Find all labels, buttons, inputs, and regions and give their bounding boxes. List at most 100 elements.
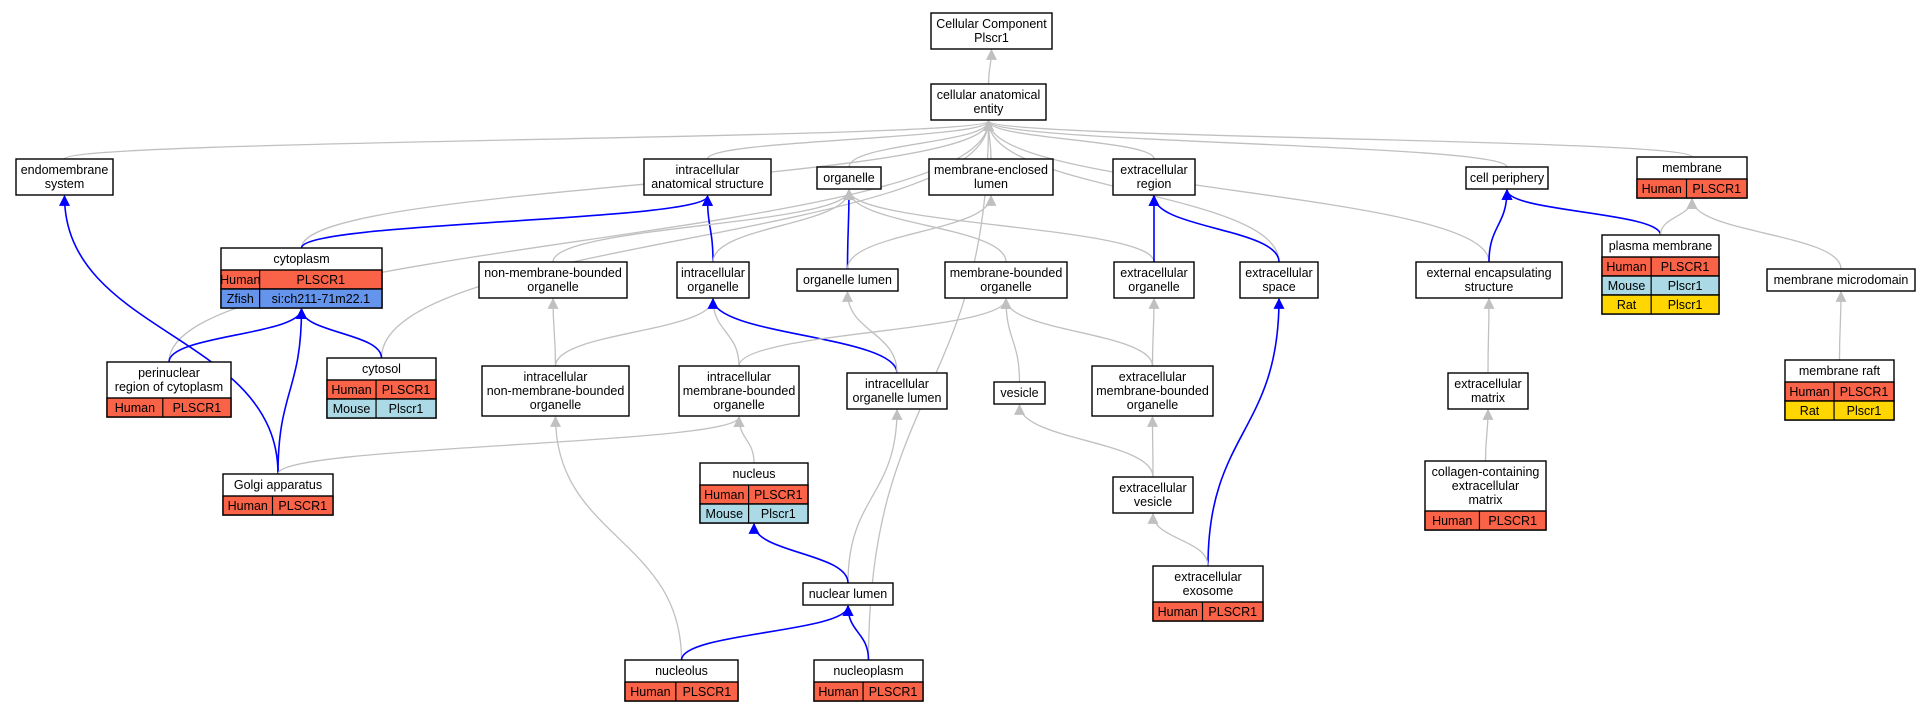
gene-name: Plscr1 [1668,279,1703,293]
edge-endomembrane-to-cae [63,119,994,160]
node-label: organelle [687,280,738,294]
node-label: nucleolus [655,664,708,678]
node-box [478,261,628,299]
edge-cytosol-to-cae [380,119,994,359]
node-box [930,12,1053,50]
node-label: membrane raft [1799,364,1881,378]
node-label: plasma membrane [1609,239,1713,253]
edge-golgi-to-imbo [277,415,745,475]
species-row [1636,178,1748,199]
node-label: organelle [1127,398,1178,412]
node-label: organelle [713,398,764,412]
edge-cellperiph-to-cae [983,119,1508,168]
node-box [802,582,894,606]
node-box [1112,158,1196,196]
species-name: Zfish [227,292,254,306]
node-label: membrane-enclosed [934,163,1048,177]
edge-ecmbo-to-eco [1148,297,1160,367]
node-olumen[interactable]: organelle lumen [796,268,899,292]
gene-name: PLSCR1 [1840,385,1889,399]
node-box [1239,261,1319,299]
node-box [944,261,1068,299]
node-label: extracellular [1120,266,1187,280]
gene-name: PLSCR1 [1488,514,1537,528]
node-label: intracellular [707,370,771,384]
gene-name: Plscr1 [1847,404,1882,418]
species-name: Human [1789,385,1829,399]
node-cellperiph[interactable]: cell periphery [1465,166,1549,190]
gene-name: PLSCR1 [683,685,732,699]
node-label: perinuclear [138,366,200,380]
node-label: membrane microdomain [1774,273,1909,287]
node-label: organelle lumen [803,273,892,287]
edge-nuclumen-to-nucleus [748,522,849,584]
node-organelle[interactable]: organelle [816,166,882,190]
node-label: Plscr1 [974,31,1009,45]
edge-mmd-to-membrane [1686,197,1842,270]
species-name: Human [1158,605,1198,619]
node-label: Golgi apparatus [234,478,322,492]
node-label: organelle [980,280,1031,294]
node-collagen[interactable]: collagen-containingextracellularmatrixHu… [1424,460,1547,531]
gene-name: si:ch211-71m22.1 [272,292,370,306]
node-label: intracellular [681,266,745,280]
species-name: Human [1432,514,1472,528]
edge-nucleolus-to-inmbo [550,415,683,661]
node-label: intracellular [865,377,929,391]
node-label: Cellular Component [936,17,1047,31]
node-label: extracellular [1119,481,1186,495]
node-nuclumen[interactable]: nuclear lumen [802,582,894,606]
node-label: organelle [823,171,874,185]
gene-name: PLSCR1 [382,383,431,397]
node-label: intracellular [524,370,588,384]
edge-nmbo-to-organelle [552,188,855,263]
node-label: extracellular [1174,570,1241,584]
node-vesicle[interactable]: vesicle [993,381,1046,405]
edge-ecves-to-ecmbo [1147,415,1159,478]
species-row [106,397,232,418]
edge-golgi-to-cytoplasm [277,307,307,475]
edge-collagen-to-ecm [1482,408,1494,462]
node-label: system [45,177,85,191]
node-inmbo[interactable]: intracellularnon-membrane-boundedorganel… [481,365,630,417]
gene-name: PLSCR1 [1208,605,1257,619]
species-name: Human [228,499,268,513]
node-label: extracellular [1119,370,1186,384]
edge-mbo-to-organelle [843,188,1007,263]
node-mmd[interactable]: membrane microdomain [1766,268,1916,292]
species-name: Mouse [706,507,744,521]
node-label: membrane-bounded [683,384,796,398]
species-row [1424,510,1547,531]
node-box [1112,476,1194,514]
edge-ias-to-cae [706,119,994,160]
